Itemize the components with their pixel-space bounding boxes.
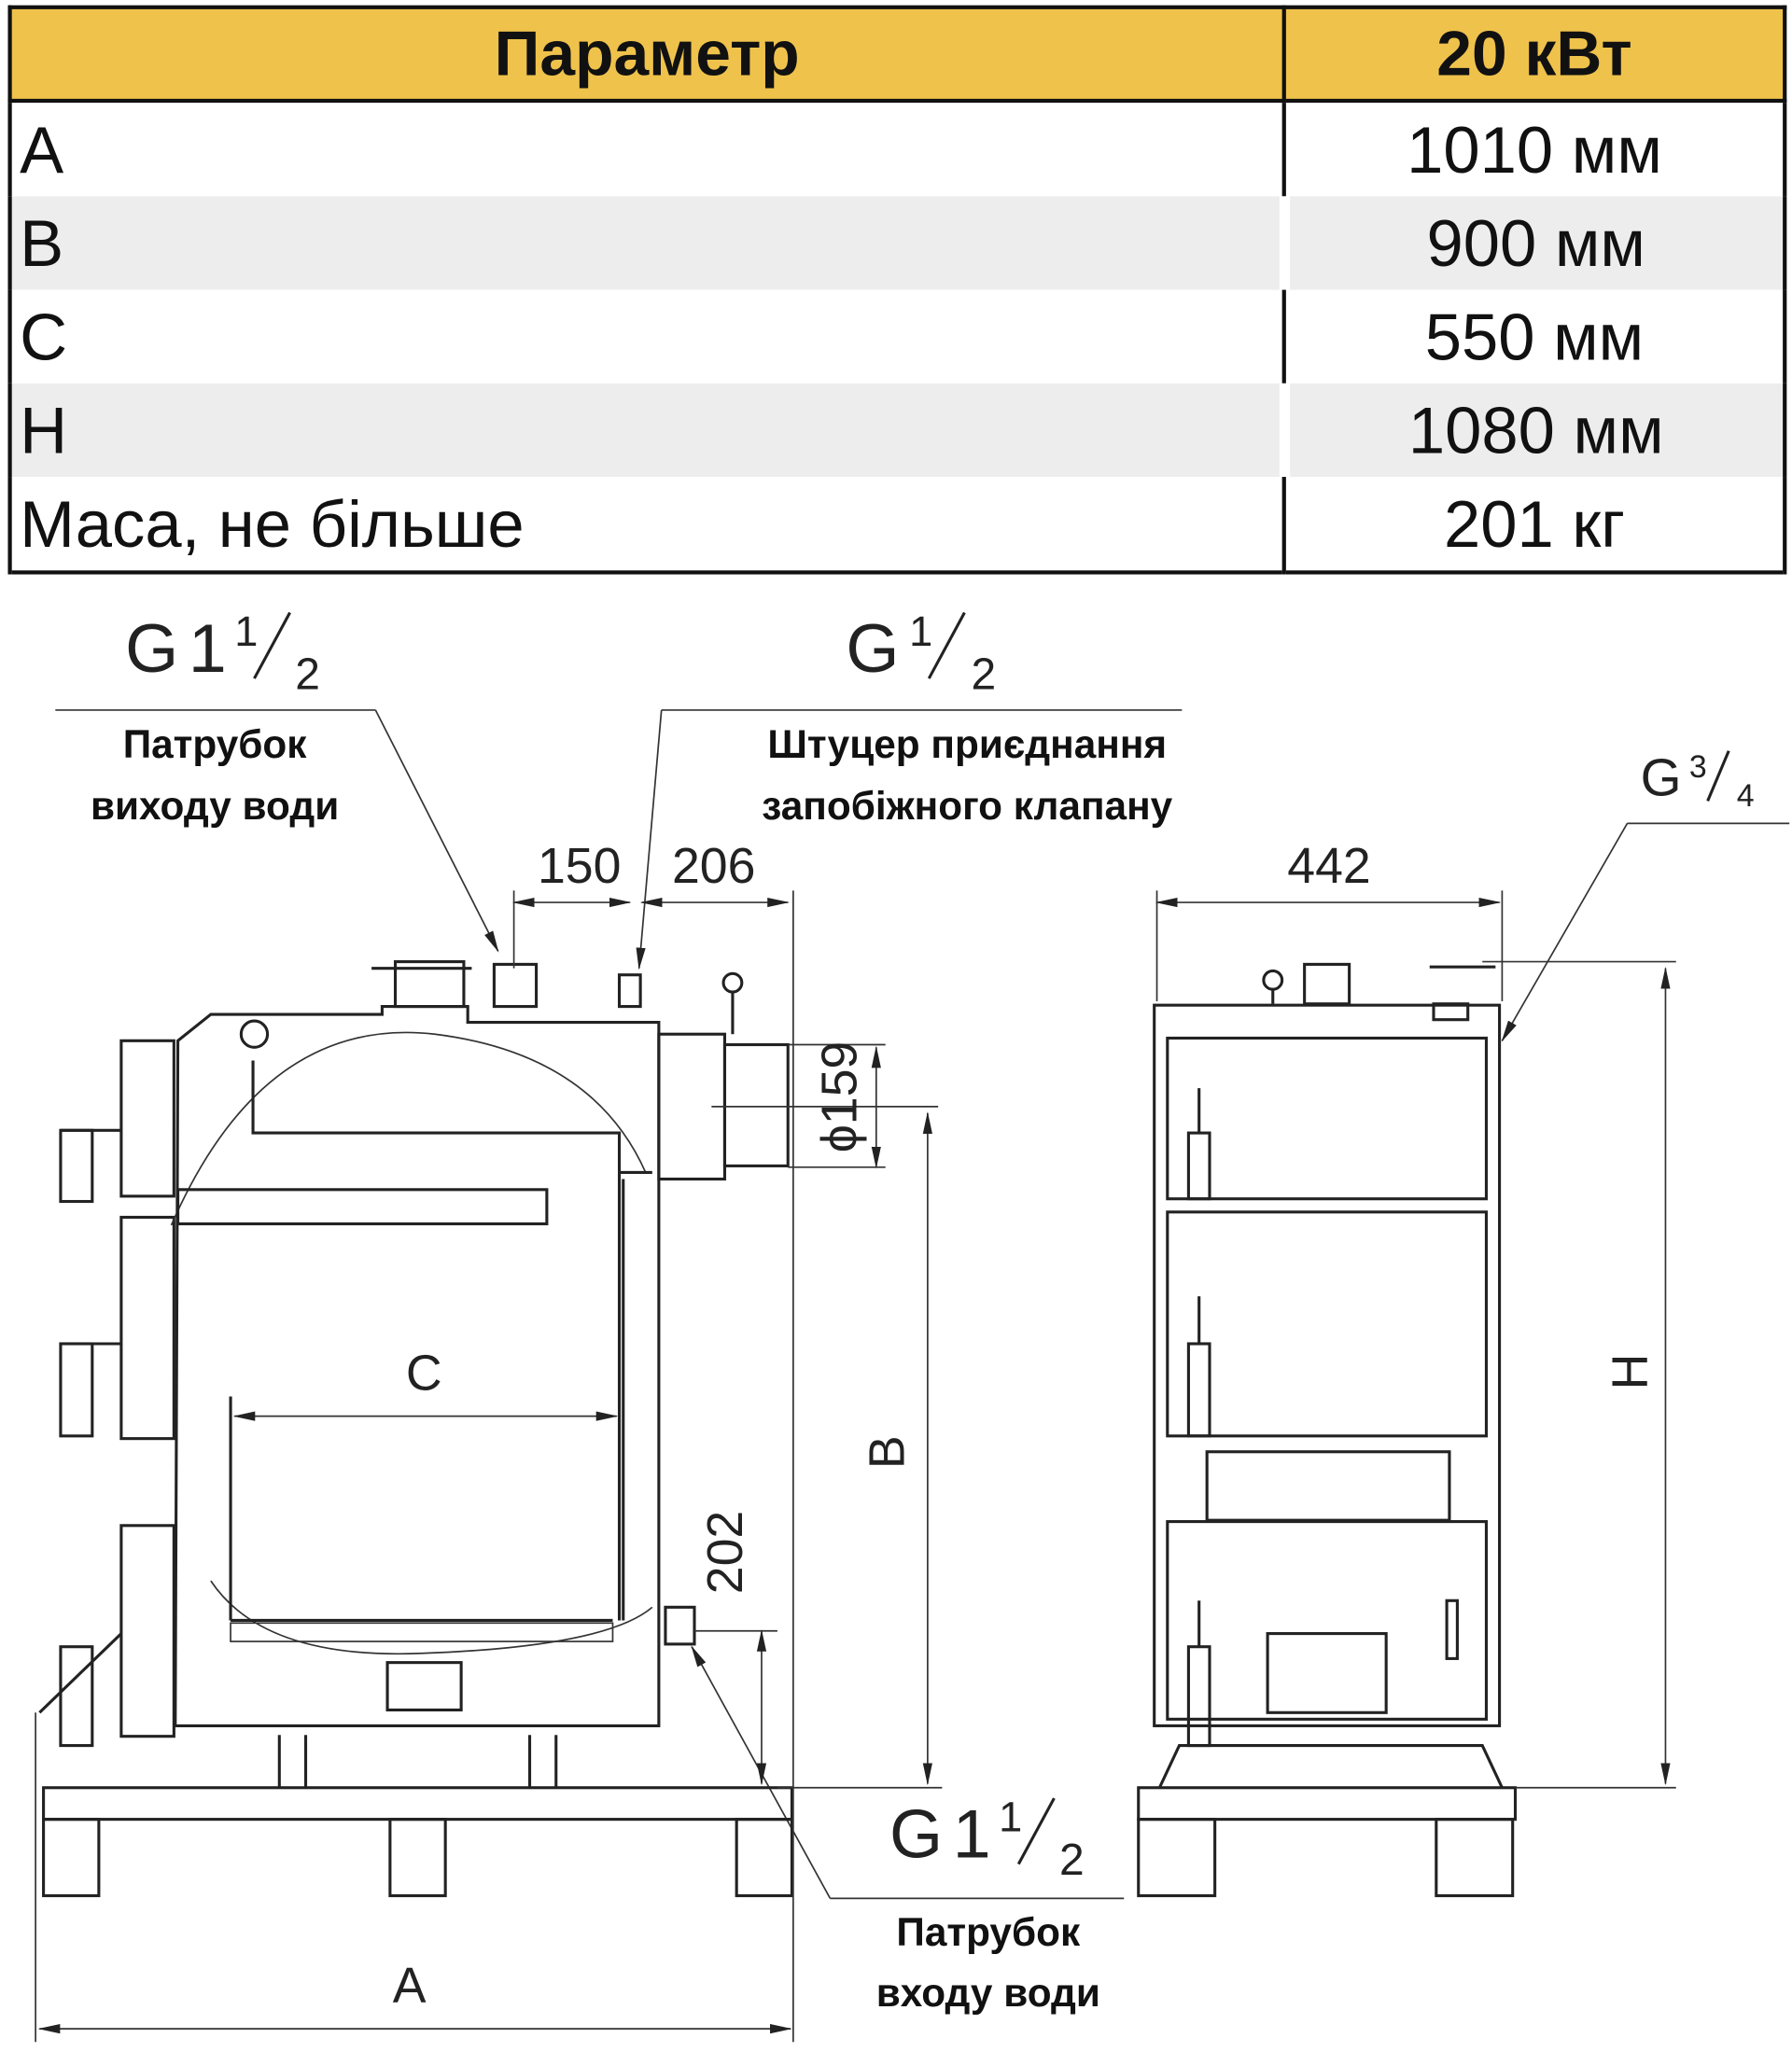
boiler-front-view	[1137, 962, 1518, 1898]
boiler-side-view	[38, 960, 794, 1898]
valve-caption-2: запобіжного клапану	[762, 784, 1172, 828]
param-cell: C	[7, 289, 1286, 384]
outlet-label: G 1 1 2 Патрубок виходу води	[55, 607, 499, 953]
drain-g: G	[1641, 748, 1682, 807]
dim-150: 150	[538, 838, 621, 894]
valve-g: G	[846, 610, 899, 687]
outlet-whole: 1	[189, 610, 227, 687]
value-cell: 900 мм	[1281, 196, 1787, 290]
outlet-caption-1: Патрубок	[123, 722, 308, 766]
inlet-whole: 1	[953, 1796, 991, 1873]
header-parameter: Параметр	[7, 5, 1286, 104]
param-cell: Маса, не більше	[7, 477, 1286, 573]
valve-caption-1: Штуцер приєднання	[767, 722, 1167, 766]
dim-b: B	[859, 1435, 915, 1469]
valve-den: 2	[971, 649, 996, 699]
dim-206: 206	[672, 838, 755, 894]
drain-label: G 3 4	[1501, 748, 1790, 1042]
dim-442: 442	[1287, 838, 1370, 894]
dim-159: ϕ159	[812, 1041, 868, 1153]
value-cell: 201 кг	[1281, 477, 1787, 573]
drain-den: 4	[1737, 778, 1755, 814]
table-header: Параметр 20 кВт	[7, 5, 1787, 104]
valve-num: 1	[909, 607, 932, 655]
header-power: 20 кВт	[1281, 5, 1787, 104]
dimensions: 150 206 442 ϕ159 B 202 C A H	[35, 838, 1676, 2043]
outlet-caption-2: виходу води	[91, 784, 339, 828]
param-cell: B	[7, 196, 1290, 290]
dim-h: H	[1603, 1354, 1659, 1390]
dim-202: 202	[697, 1511, 753, 1594]
value-cell: 1010 мм	[1281, 100, 1787, 197]
dim-c: C	[406, 1345, 442, 1401]
inlet-num: 1	[999, 1793, 1022, 1840]
dim-a: A	[393, 1958, 427, 2014]
inlet-g: G	[889, 1796, 943, 1873]
inlet-caption-2: входу води	[876, 1971, 1100, 2015]
inlet-caption-1: Патрубок	[896, 1910, 1081, 1954]
outlet-den: 2	[295, 649, 320, 699]
drain-num: 3	[1689, 749, 1707, 785]
inlet-den: 2	[1059, 1836, 1085, 1885]
value-cell: 1080 мм	[1281, 383, 1787, 478]
outlet-num: 1	[234, 607, 258, 655]
param-cell: H	[7, 383, 1290, 478]
value-cell: 550 мм	[1281, 289, 1787, 384]
param-cell: A	[7, 100, 1286, 197]
valve-label: G 1 2 Штуцер приєднання запобіжного клап…	[636, 607, 1183, 970]
outlet-g: G	[125, 610, 178, 687]
inlet-label: G 1 1 2 Патрубок входу води	[691, 1645, 1125, 2015]
